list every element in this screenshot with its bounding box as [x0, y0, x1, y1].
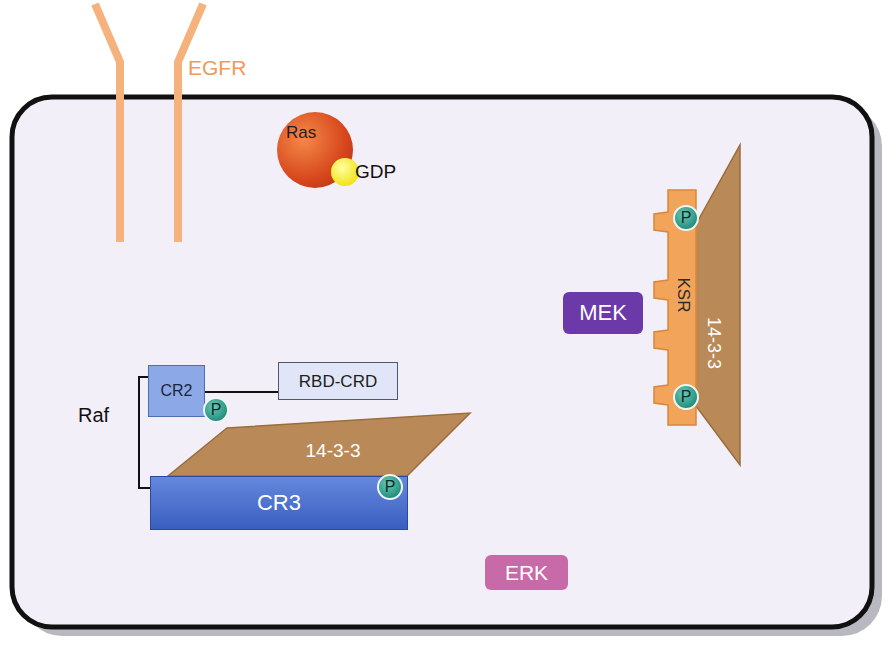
egfr-receptor: [178, 4, 203, 242]
protein-label: Raf: [78, 404, 109, 427]
phospho-circle: P: [673, 205, 699, 231]
phospho-circle: P: [673, 384, 699, 410]
phospho-circle: P: [377, 474, 403, 500]
phospho-circle: P: [203, 397, 229, 423]
rbd-crd-domain: RBD-CRD: [278, 362, 398, 400]
node-label: Ras: [286, 124, 316, 141]
node-label: P: [681, 210, 692, 226]
node-label: P: [385, 479, 396, 495]
erk-kinase: ERK: [485, 555, 568, 590]
cr3-domain: CR3: [150, 476, 408, 530]
cell-membrane: [12, 97, 872, 627]
adaptor-14-3-3-shape: [690, 145, 740, 465]
mek-kinase: MEK: [563, 292, 643, 334]
node-label: KSR: [675, 278, 692, 313]
node-label: 14-3-3: [705, 317, 723, 369]
receptor-label: EGFR: [188, 56, 246, 80]
node-label: CR3: [257, 492, 301, 514]
domain-linker: [205, 391, 278, 393]
node-label: CR2: [160, 383, 192, 399]
node-label: ERK: [505, 562, 548, 583]
gdp-molecule: GDP: [331, 158, 359, 186]
node-label: 14-3-3: [306, 441, 361, 460]
node-label: P: [681, 389, 692, 405]
node-label: RBD-CRD: [299, 373, 377, 390]
cr2-domain: CR2: [148, 365, 205, 417]
node-label: P: [211, 402, 222, 418]
node-label: GDP: [355, 162, 396, 181]
adaptor-14-3-3-shape: [168, 413, 470, 476]
egfr-receptor: [95, 4, 120, 242]
node-label: MEK: [579, 302, 627, 324]
